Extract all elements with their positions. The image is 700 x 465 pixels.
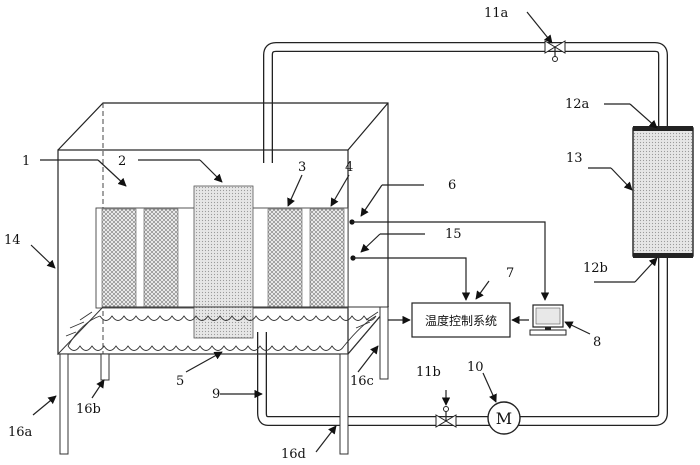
label-3: 3 [298, 160, 306, 175]
temperature-control-text: 温度控制系统 [425, 313, 497, 328]
label-6: 6 [448, 178, 456, 193]
filter-column [633, 126, 693, 258]
label-2: 2 [118, 154, 126, 169]
label-1: 1 [22, 154, 30, 169]
label-11a: 11a [484, 6, 509, 21]
label-14: 14 [4, 233, 21, 248]
label-10: 10 [467, 360, 484, 375]
label-16b: 16b [76, 402, 101, 417]
label-4: 4 [345, 160, 353, 175]
computer-icon [530, 305, 566, 335]
label-16d: 16d [281, 447, 306, 462]
motor-symbol: M [496, 409, 512, 428]
label-12b: 12b [583, 261, 608, 276]
label-13: 13 [566, 151, 583, 166]
label-16c: 16c [350, 374, 374, 389]
label-7: 7 [506, 266, 514, 281]
label-11b: 11b [416, 365, 441, 380]
label-16a: 16a [8, 425, 33, 440]
label-9: 9 [212, 387, 220, 402]
label-12a: 12a [565, 97, 590, 112]
label-5: 5 [176, 374, 184, 389]
label-15: 15 [445, 227, 462, 242]
center-block [194, 186, 253, 338]
label-8: 8 [593, 335, 601, 350]
